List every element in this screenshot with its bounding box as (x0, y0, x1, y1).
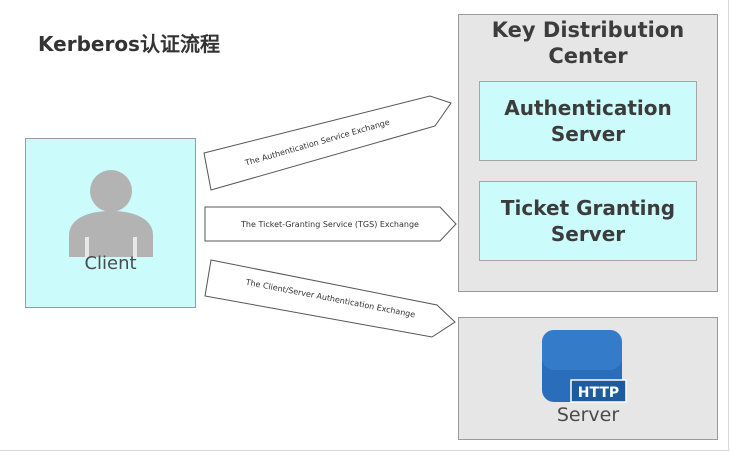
kdc-title-line2: Center (548, 44, 628, 68)
arrow-authentication-service (203, 95, 452, 191)
server-label: Server (556, 404, 620, 426)
client-box: Client (25, 138, 196, 308)
authentication-server-box: Authentication Server (479, 81, 697, 161)
exchange-label-tgs: The Ticket-Granting Service (TGS) Exchan… (240, 220, 419, 229)
user-icon (69, 170, 153, 257)
arrow-ticket-granting (204, 206, 457, 242)
server-box: HTTP Server (458, 317, 718, 440)
client-label: Client (84, 253, 137, 274)
as-label-line2: Server (550, 122, 626, 146)
as-label-line1: Authentication (504, 96, 672, 120)
http-server-icon: HTTP (542, 330, 627, 403)
http-badge: HTTP (578, 385, 619, 401)
tgs-label-line1: Ticket Granting (500, 196, 676, 220)
kdc-box: Key Distribution Center Authentication S… (458, 14, 718, 292)
tgs-label-line2: Server (550, 222, 626, 246)
ticket-granting-server-box: Ticket Granting Server (479, 181, 697, 261)
diagram-title: Kerberos认证流程 (38, 32, 220, 56)
kdc-title: Key Distribution Center (459, 17, 717, 69)
arrow-client-server (204, 259, 456, 338)
kdc-title-line1: Key Distribution (491, 18, 685, 42)
